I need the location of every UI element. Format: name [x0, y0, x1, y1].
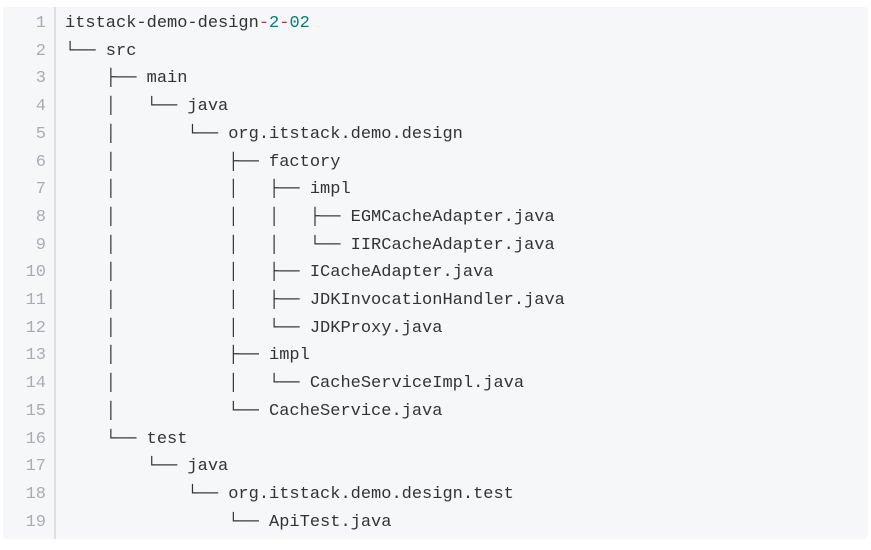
line-number: 14: [25, 374, 46, 394]
code-line: │ │ └── JDKProxy.java: [65, 318, 443, 338]
token-number: 02: [289, 14, 310, 33]
line-number: 17: [25, 457, 46, 477]
line-number: 6: [35, 152, 46, 172]
line-number: 3: [35, 69, 46, 89]
line-number: 5: [35, 124, 46, 144]
line-number: 2: [35, 41, 46, 61]
line-number: 7: [35, 180, 46, 200]
line-number: 13: [25, 346, 46, 366]
code-content: itstack-demo-design-2-02└── src ├── main…: [56, 7, 868, 539]
line-number: 19: [25, 512, 46, 532]
token-operator: -: [258, 14, 270, 33]
line-number: 18: [25, 484, 46, 504]
code-line: └── src: [65, 41, 137, 61]
code-line: │ │ ├── ICacheAdapter.java: [65, 263, 494, 283]
line-number: 16: [25, 429, 46, 449]
code-line: ├── main: [65, 69, 188, 89]
code-line: │ │ │ ├── EGMCacheAdapter.java: [65, 207, 555, 227]
code-line: └── ApiTest.java: [65, 512, 392, 532]
line-number: 8: [35, 207, 46, 227]
line-number: 4: [35, 97, 46, 117]
code-line: │ └── org.itstack.demo.design: [65, 124, 463, 144]
line-number: 12: [25, 318, 46, 338]
line-number: 15: [25, 401, 46, 421]
line-number: 10: [25, 263, 46, 283]
code-line: └── org.itstack.demo.design.test: [65, 484, 514, 504]
line-number: 11: [25, 291, 46, 311]
token-number: 2: [269, 14, 280, 33]
code-line: itstack-demo-design-2-02: [65, 10, 868, 38]
token-plain: itstack-demo-design: [65, 14, 259, 33]
code-line: │ │ │ └── IIRCacheAdapter.java: [65, 235, 555, 255]
code-line: │ │ ├── JDKInvocationHandler.java: [65, 291, 565, 311]
line-number: 1: [35, 14, 46, 33]
code-line: │ │ └── CacheServiceImpl.java: [65, 374, 525, 394]
code-line: │ ├── factory: [65, 152, 341, 172]
code-line: └── test: [65, 429, 188, 449]
code-line: │ └── CacheService.java: [65, 401, 443, 421]
line-number: 9: [35, 235, 46, 255]
code-line: └── java: [65, 457, 229, 477]
token-operator: -: [279, 14, 290, 33]
code-line: │ └── java: [65, 97, 229, 117]
code-line: │ ├── impl: [65, 346, 310, 366]
code-line: │ │ ├── impl: [65, 180, 351, 200]
